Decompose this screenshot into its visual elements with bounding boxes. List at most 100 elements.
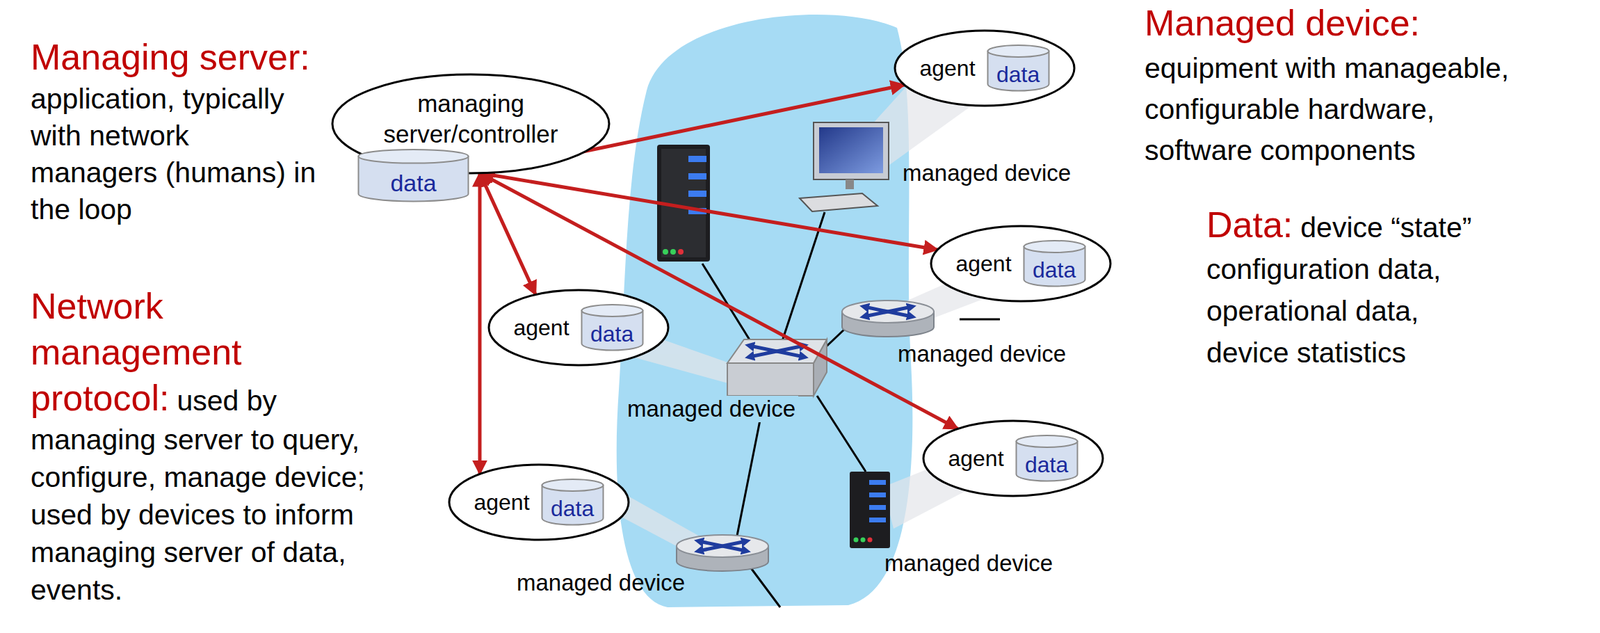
ellipse-outline bbox=[923, 420, 1103, 496]
illustration-part bbox=[817, 395, 866, 472]
illustration-part bbox=[864, 306, 912, 317]
node-label: data bbox=[390, 170, 436, 197]
desktop-computer-icon bbox=[799, 122, 889, 212]
illustration-part bbox=[776, 345, 804, 352]
agent-row: agent data bbox=[487, 288, 670, 367]
illustration-part bbox=[887, 306, 912, 312]
illustration-part bbox=[869, 504, 886, 510]
agent-ellipse: agent data bbox=[487, 288, 670, 367]
illustration-part bbox=[677, 248, 684, 255]
data-cylinder: data bbox=[1022, 239, 1087, 288]
agent-row: agent data bbox=[447, 463, 630, 541]
data-cylinder: data bbox=[357, 148, 470, 203]
heading-text: Managed device: bbox=[1144, 1, 1590, 45]
cylinder-top bbox=[581, 304, 643, 317]
node-label: data bbox=[590, 321, 634, 347]
node-label: agent bbox=[919, 54, 975, 82]
node-label: data bbox=[550, 496, 594, 521]
management-arrow bbox=[479, 173, 959, 430]
text-block: Data:device “state” configuration data, … bbox=[1206, 203, 1485, 374]
illustration-part bbox=[845, 179, 854, 190]
cylinder-top bbox=[987, 45, 1049, 58]
illustration-part bbox=[698, 545, 723, 551]
illustration-part bbox=[662, 248, 669, 255]
data-cylinder: data bbox=[986, 44, 1050, 92]
illustration-part bbox=[702, 263, 751, 341]
device-label: managed device bbox=[881, 550, 1056, 577]
body-text: equipment with manageable, configurable … bbox=[1144, 47, 1534, 172]
ellipse-outline bbox=[931, 225, 1111, 302]
illustration-part bbox=[869, 492, 886, 498]
ellipse-outline bbox=[894, 30, 1075, 106]
illustration-part bbox=[688, 155, 707, 163]
management-arrow bbox=[478, 173, 482, 475]
illustration-part bbox=[799, 193, 878, 212]
heading-text: Managing server: bbox=[30, 36, 311, 78]
text-block: Network management protocol:used by mana… bbox=[30, 283, 372, 609]
illustration-part bbox=[860, 537, 866, 543]
cylinder-top bbox=[541, 479, 603, 491]
illustration-part bbox=[849, 471, 891, 548]
illustration-part bbox=[869, 479, 886, 485]
data-cylinder: data bbox=[540, 478, 605, 526]
body-text: application, typically with network mana… bbox=[30, 82, 316, 226]
node-label: agent bbox=[513, 314, 569, 341]
router-icon bbox=[842, 300, 934, 337]
illustration-part bbox=[670, 248, 676, 255]
agent-ellipse: agent data bbox=[447, 463, 630, 541]
node-label: agent bbox=[955, 250, 1012, 277]
node-label: data bbox=[996, 62, 1040, 87]
illustration-part bbox=[749, 566, 781, 608]
body-text: application, typically with network mana… bbox=[30, 80, 320, 229]
cylinder-top bbox=[1015, 435, 1078, 448]
router-icon bbox=[676, 534, 769, 571]
illustration-part bbox=[864, 311, 888, 317]
agent-row: agent data bbox=[929, 224, 1112, 303]
illustration-part bbox=[869, 517, 886, 523]
ellipse-outline bbox=[332, 74, 610, 174]
heading-text: Managing server: bbox=[30, 35, 448, 79]
node-label: agent bbox=[947, 445, 1004, 472]
illustration-part bbox=[688, 190, 707, 197]
illustration-part bbox=[853, 537, 859, 543]
heading-text: Data: bbox=[1206, 204, 1293, 245]
node-label: agent bbox=[473, 488, 530, 516]
agent-ellipse: agent data bbox=[929, 224, 1112, 303]
device-label: managed device bbox=[624, 395, 799, 423]
body-text: equipment with manageable, configurable … bbox=[1144, 52, 1509, 167]
illustration-part bbox=[867, 537, 873, 543]
agent-row: agent data bbox=[893, 29, 1076, 108]
illustration-part bbox=[688, 173, 707, 180]
data-cylinder: data bbox=[1015, 434, 1079, 482]
management-arrow bbox=[479, 173, 536, 295]
illustration-part bbox=[727, 362, 814, 396]
illustration-part bbox=[813, 122, 889, 180]
illustration-part bbox=[698, 540, 747, 551]
illustration-part bbox=[722, 540, 747, 546]
cylinder-top bbox=[1023, 240, 1085, 253]
node-label: managing server/controller bbox=[356, 88, 586, 150]
server-icon bbox=[849, 471, 891, 548]
illustration-part bbox=[749, 351, 777, 357]
server-ellipse: managing server/controllerdata bbox=[330, 73, 611, 175]
switch-icon bbox=[727, 339, 827, 396]
illustration-part bbox=[959, 318, 1000, 321]
agent-ellipse: agent data bbox=[922, 419, 1105, 498]
agent-row: agent data bbox=[922, 419, 1105, 498]
device-label: managed device bbox=[899, 159, 1074, 187]
agent-ellipse: agent data bbox=[893, 29, 1076, 108]
cylinder-top bbox=[358, 149, 469, 164]
illustration-part bbox=[749, 345, 804, 357]
illustration-part bbox=[842, 300, 934, 323]
illustration-part bbox=[676, 534, 769, 557]
heading-text: Managed device: bbox=[1144, 2, 1420, 44]
illustration-part bbox=[819, 127, 884, 174]
ellipse-outline bbox=[449, 464, 629, 540]
ellipse-outline bbox=[488, 289, 669, 366]
data-cylinder: data bbox=[580, 303, 644, 352]
device-label: managed device bbox=[513, 569, 688, 596]
node-label: data bbox=[1024, 452, 1069, 478]
device-label: managed device bbox=[894, 340, 1069, 368]
node-label: data bbox=[1032, 257, 1076, 283]
